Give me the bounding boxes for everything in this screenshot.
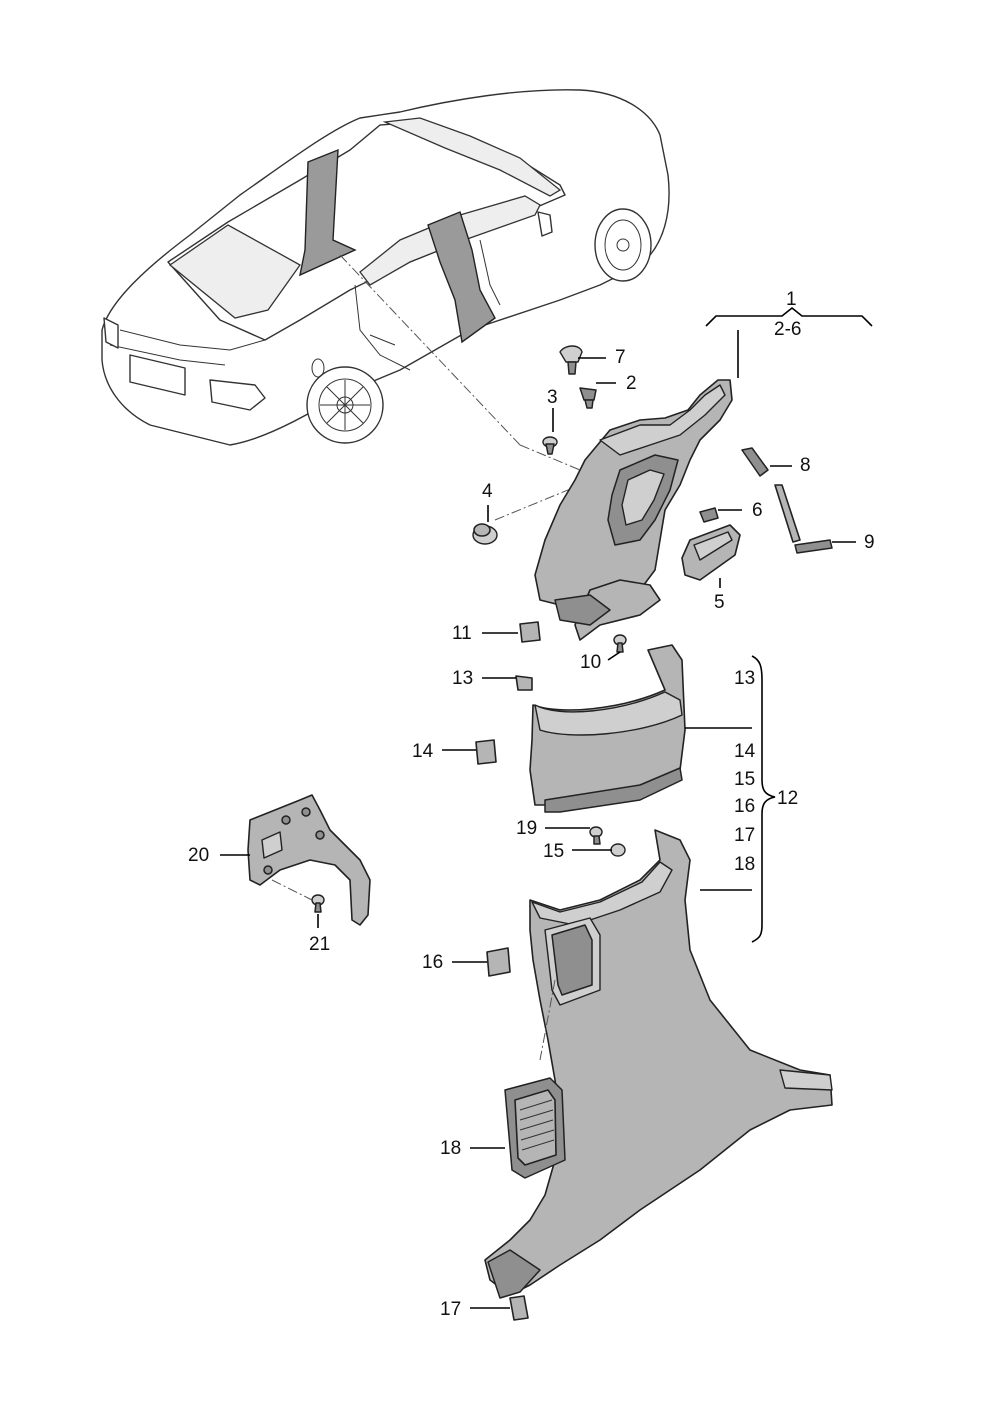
lower-pillar-trim — [484, 829, 833, 1299]
callout-7: 7 — [615, 347, 626, 368]
callout-19: 19 — [516, 818, 537, 839]
bracket-20 — [247, 794, 371, 926]
vent-18 — [504, 1077, 566, 1179]
car-illustration — [101, 89, 670, 446]
upper-pillar-trim — [534, 379, 733, 641]
strap-9 — [774, 484, 833, 554]
reference-line — [519, 444, 581, 471]
cap-14 — [475, 739, 497, 765]
screw-15 — [610, 843, 626, 857]
callout-16: 16 — [422, 952, 443, 973]
callout-20: 20 — [188, 845, 209, 866]
callout-13-group: 13 — [734, 668, 755, 689]
callout-2-6: 2-6 — [774, 319, 801, 340]
clip-7 — [559, 345, 583, 375]
screw-19 — [589, 826, 603, 845]
screw-8 — [741, 447, 769, 477]
callout-11: 11 — [452, 623, 472, 644]
callout-6: 6 — [752, 500, 763, 521]
screw-3 — [542, 436, 558, 455]
clip-2 — [579, 387, 597, 409]
cover-5 — [681, 524, 741, 581]
callout-14-group: 14 — [734, 741, 756, 762]
callout-2: 2 — [626, 373, 637, 394]
callout-15: 15 — [543, 841, 564, 862]
clip-17 — [509, 1295, 529, 1321]
callout-16-group: 16 — [734, 796, 755, 817]
callout-1: 1 — [786, 289, 797, 310]
callout-21: 21 — [309, 934, 330, 955]
callout-4: 4 — [482, 481, 493, 502]
callout-labels: 1 2-6 7 2 3 8 4 6 9 5 11 10 13 13 14 14 … — [188, 289, 875, 1320]
callout-14: 14 — [412, 741, 434, 762]
reference-line — [339, 254, 521, 446]
plug-4 — [472, 523, 498, 545]
clip-13 — [515, 675, 533, 691]
clip-6 — [699, 507, 719, 523]
group-bracket-12 — [751, 655, 776, 943]
callout-15-group: 15 — [734, 769, 755, 790]
callout-13: 13 — [452, 668, 473, 689]
callout-8: 8 — [800, 455, 811, 476]
screw-21 — [311, 894, 325, 913]
reference-line — [271, 879, 313, 901]
callout-18-group: 18 — [734, 854, 755, 875]
group-bracket-1 — [705, 306, 873, 327]
screw-10 — [613, 634, 627, 653]
callout-17-group: 17 — [734, 825, 755, 846]
callout-9: 9 — [864, 532, 875, 553]
callout-10: 10 — [580, 652, 601, 673]
middle-trim-panel — [529, 644, 686, 813]
callout-18: 18 — [440, 1138, 461, 1159]
reference-line — [494, 484, 581, 521]
callout-5: 5 — [714, 592, 725, 613]
callout-12: 12 — [777, 788, 798, 809]
cap-16 — [486, 947, 511, 977]
reference-line — [539, 979, 556, 1061]
leader-lines — [220, 330, 856, 1309]
callout-3: 3 — [547, 387, 558, 408]
callout-17: 17 — [440, 1299, 461, 1320]
clip-11 — [519, 621, 541, 643]
